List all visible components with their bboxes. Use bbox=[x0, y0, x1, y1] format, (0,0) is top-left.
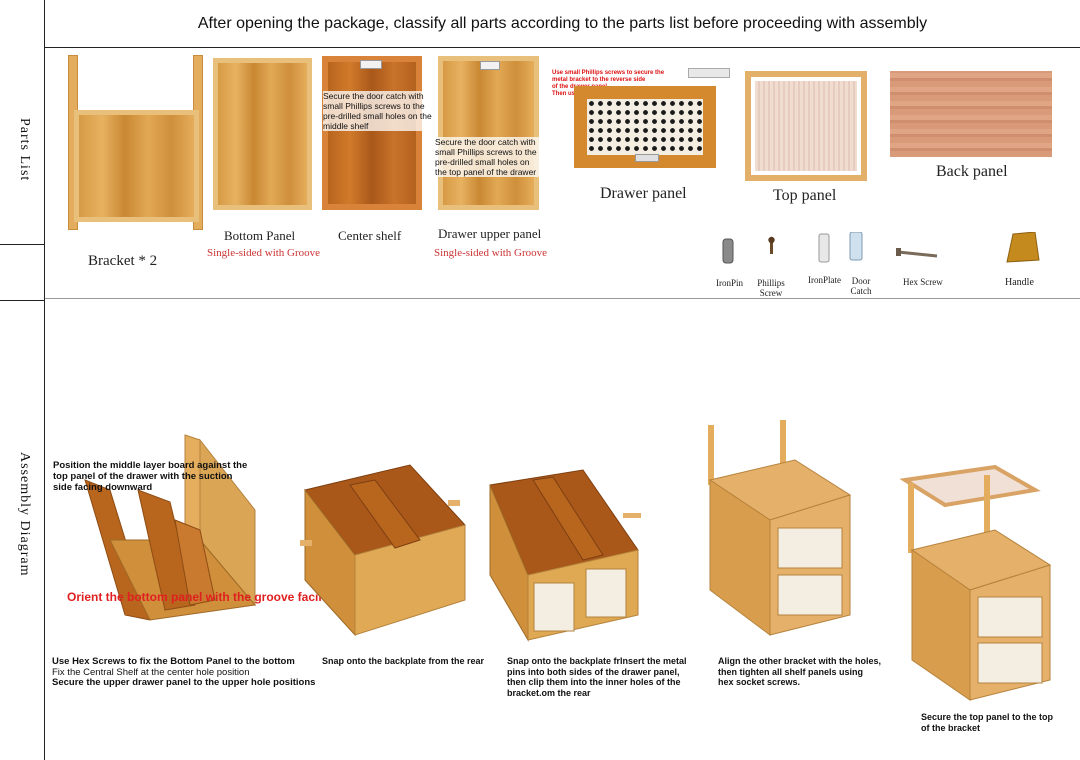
bottom-panel-sub: Single-sided with Groove bbox=[207, 247, 321, 259]
step5-text-line: of the bracket bbox=[921, 722, 981, 733]
step4-text-line: then tighten all shelf panels using bbox=[718, 666, 864, 677]
hardware-icons bbox=[722, 232, 1040, 264]
center-shelf-label: Center shelf bbox=[338, 228, 402, 243]
drawer-panel-note-line: Use small Phillips screws to secure the bbox=[552, 70, 665, 76]
drawer-upper-panel-note: Secure the door catch with small Phillip… bbox=[435, 137, 543, 177]
iron-plate-label: IronPlate bbox=[808, 275, 841, 285]
step1-text-line: Fix the Central Shelf at the center hole… bbox=[52, 666, 250, 678]
frame-divider bbox=[0, 300, 45, 301]
step4-text-line: Align the other bracket with the holes, bbox=[718, 656, 882, 666]
step1-illustration bbox=[84, 434, 256, 621]
step1-text-line: Use Hex Screws to fix the Bottom Panel t… bbox=[52, 656, 295, 667]
page-title-text: After opening the package, classify all … bbox=[197, 14, 928, 32]
step1-text-line: Secure the upper drawer panel to the upp… bbox=[52, 677, 316, 688]
door-catch-icon bbox=[480, 61, 500, 70]
frame-divider bbox=[0, 244, 45, 245]
step3-text-line: then clip them into the inner holes of t… bbox=[507, 677, 681, 687]
back-panel-label: Back panel bbox=[936, 163, 1008, 180]
handle-plate-icon bbox=[635, 154, 659, 162]
door-catch-icon bbox=[849, 232, 863, 261]
iron-plate-icon bbox=[818, 233, 830, 263]
iron-pin-label: IronPin bbox=[716, 278, 743, 288]
left-frame: Parts List Assembly Diagram bbox=[0, 0, 45, 760]
step3-text: Snap onto the backplate frInsert the met… bbox=[507, 656, 687, 698]
step4-text: Align the other bracket with the holes, … bbox=[718, 656, 881, 688]
bottom-panel-image bbox=[213, 58, 312, 210]
rattan-weave bbox=[587, 99, 703, 155]
drawer-panel-label: Drawer panel bbox=[600, 185, 687, 202]
step1-intro-line: side facing downward bbox=[53, 482, 153, 493]
bracket-board bbox=[74, 110, 199, 222]
phillips-screw-label: Phillips Screw bbox=[756, 278, 786, 298]
drawer-upper-panel-image bbox=[438, 56, 539, 210]
phillips-screw-icon bbox=[770, 240, 773, 254]
step3-text-line: bracket.om the rear bbox=[507, 687, 591, 698]
step4-text-line: hex socket screws. bbox=[718, 677, 801, 687]
iron-pin-icon bbox=[722, 238, 734, 264]
top-panel-image bbox=[745, 71, 867, 181]
drawer-panel-note-line: metal bracket to the reverse side bbox=[552, 77, 646, 83]
section-divider bbox=[45, 298, 1080, 299]
handle-label: Handle bbox=[1005, 277, 1034, 288]
step2-illustration bbox=[300, 464, 466, 637]
step1-intro: Position the middle layer board against … bbox=[53, 460, 247, 493]
door-catch-label: Door Catch bbox=[848, 276, 874, 296]
step4-illustration bbox=[708, 420, 852, 636]
bracket-label: Bracket * 2 bbox=[88, 253, 158, 269]
phillips-screw-label-line: Screw bbox=[759, 288, 783, 298]
drawer-panel-image bbox=[574, 86, 716, 168]
hex-screw-icon bbox=[897, 250, 938, 258]
step2-text: Snap onto the backplate from the rear bbox=[322, 656, 485, 666]
page-title: After opening the package, classify all … bbox=[45, 0, 1080, 48]
center-shelf-note: Secure the door catch with small Phillip… bbox=[323, 91, 438, 131]
door-catch-label-line: Catch bbox=[850, 286, 872, 296]
back-panel-image bbox=[890, 71, 1052, 157]
phillips-screw-label-line: Phillips bbox=[757, 278, 785, 288]
door-catch-icon bbox=[360, 60, 382, 69]
handle-icon bbox=[1006, 232, 1040, 263]
top-panel-label: Top panel bbox=[773, 187, 837, 204]
door-catch-label-line: Door bbox=[851, 276, 871, 286]
step1-intro-line: Position the middle layer board against … bbox=[53, 460, 248, 471]
drawer-upper-panel-label: Drawer upper panel bbox=[438, 226, 542, 241]
drawer-upper-panel-sub: Single-sided with Groove bbox=[434, 247, 548, 259]
metal-bracket-icon bbox=[688, 68, 730, 78]
parts-list-heading: Parts List bbox=[17, 118, 32, 182]
step5-text: Secure the top panel to the top of the b… bbox=[921, 712, 1053, 733]
step3-text-line: pins into both sides of the drawer panel… bbox=[507, 666, 680, 677]
assembly-diagram-heading: Assembly Diagram bbox=[17, 452, 32, 577]
bottom-panel-label: Bottom Panel bbox=[224, 228, 296, 243]
glass-insert bbox=[755, 81, 857, 171]
center-shelf-image bbox=[322, 56, 422, 210]
hex-screw-label: Hex Screw bbox=[903, 277, 943, 287]
step1-intro-line: top panel of the drawer with the suction bbox=[53, 471, 233, 482]
phillips-screw-head bbox=[768, 236, 775, 244]
step5-text-line: Secure the top panel to the top bbox=[921, 712, 1054, 722]
orient-note: Orient the bottom panel with the groove … bbox=[67, 590, 380, 604]
hex-screw-head bbox=[896, 248, 901, 256]
step5-illustration bbox=[900, 465, 1052, 701]
step3-illustration bbox=[489, 469, 641, 642]
step3-text-line: Snap onto the backplate frInsert the met… bbox=[507, 656, 687, 666]
step1-text: Use Hex Screws to fix the Bottom Panel t… bbox=[52, 656, 316, 689]
